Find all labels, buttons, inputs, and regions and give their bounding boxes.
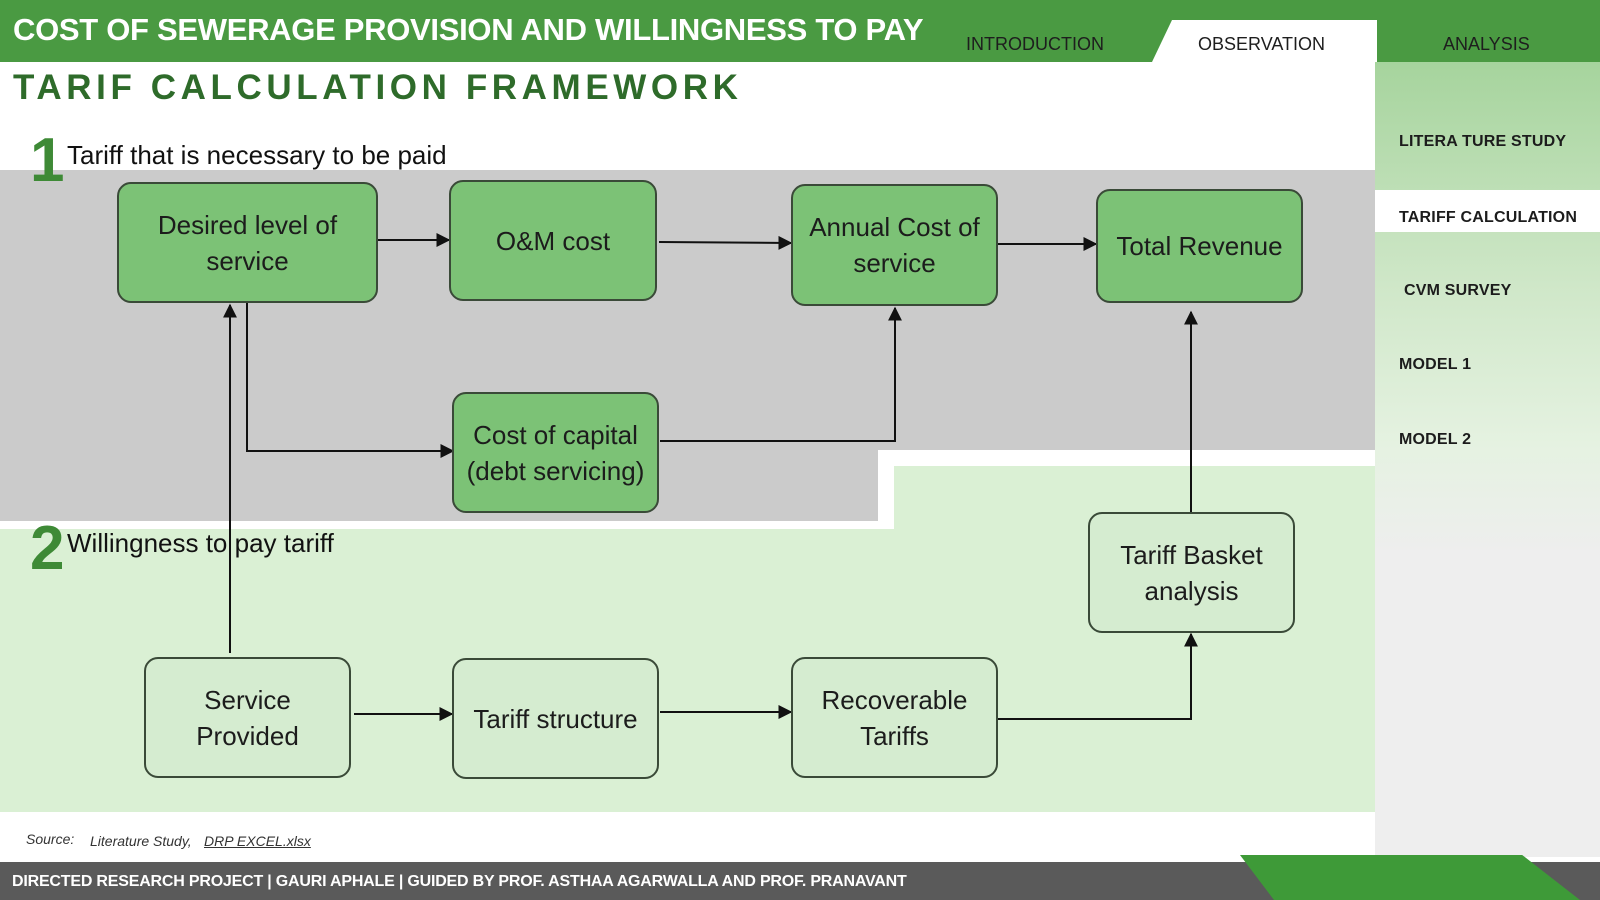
tab-observation-background	[1152, 20, 1377, 62]
section-1-number: 1	[30, 126, 65, 195]
sidebar-active-highlight	[1375, 190, 1600, 232]
page-title: TARIF CALCULATION FRAMEWORK	[13, 68, 743, 107]
tab-observation[interactable]: OBSERVATION	[1198, 34, 1326, 54]
node-cost-of-capital: Cost of capital (debt servicing)	[452, 392, 659, 513]
tab-introduction[interactable]: INTRODUCTION	[966, 34, 1104, 54]
tab-analysis[interactable]: ANALYSIS	[1443, 34, 1530, 54]
node-annual-cost-of-service: Annual Cost of service	[791, 184, 998, 306]
arrow-desired-to-capital	[246, 303, 455, 458]
section-1-label: Tariff that is necessary to be paid	[67, 140, 447, 170]
presentation-title: COST OF SEWERAGE PROVISION AND WILLINGNE…	[13, 12, 924, 47]
footer-credits: DIRECTED RESEARCH PROJECT | GAURI APHALE…	[12, 873, 907, 890]
source-label: Source:	[26, 831, 75, 847]
sidebar-item-literature-study[interactable]: LITERA TURE STUDY	[1399, 133, 1567, 150]
source-file-link[interactable]: DRP EXCEL.xlsx	[204, 833, 311, 849]
sidebar-item-model-2[interactable]: MODEL 2	[1399, 431, 1472, 448]
arrow-capital-to-annual	[660, 306, 902, 442]
sidebar	[1375, 62, 1600, 857]
sidebar-item-tariff-calculation[interactable]: TARIFF CALCULATION	[1399, 209, 1578, 226]
sidebar-item-model-1[interactable]: MODEL 1	[1399, 356, 1472, 373]
arrow-recoverable-to-basket	[998, 632, 1198, 720]
node-service-provided: Service Provided	[144, 657, 351, 778]
arrow-om-to-annual	[658, 235, 793, 250]
section-2-label: Willingness to pay tariff	[67, 528, 334, 558]
footer-accent-shape	[1240, 855, 1580, 900]
node-total-revenue: Total Revenue	[1096, 189, 1303, 303]
source-text: Literature Study,	[90, 833, 192, 849]
node-tariff-basket-analysis: Tariff Basket analysis	[1088, 512, 1295, 633]
node-desired-level-of-service: Desired level of service	[117, 182, 378, 303]
node-tariff-structure: Tariff structure	[452, 658, 659, 779]
section-2-number: 2	[30, 514, 65, 583]
node-recoverable-tariffs: Recoverable Tariffs	[791, 657, 998, 778]
sidebar-item-cvm-survey[interactable]: CVM SURVEY	[1404, 282, 1512, 299]
node-om-cost: O&M cost	[449, 180, 657, 301]
